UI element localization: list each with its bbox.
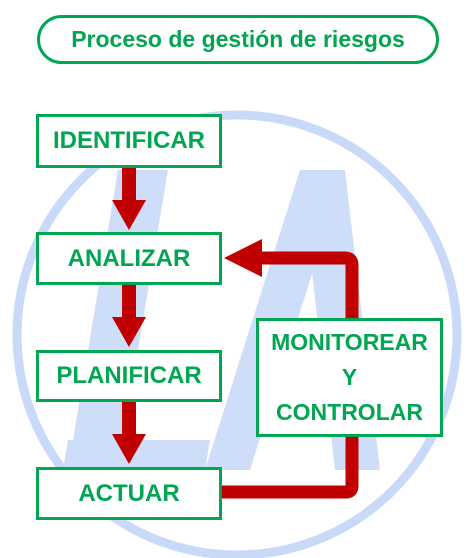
monitor-line-2: Y: [341, 364, 358, 390]
step-identificar-label: IDENTIFICAR: [53, 127, 205, 154]
step-identificar-box: IDENTIFICAR: [36, 114, 222, 168]
step-analizar-label: ANALIZAR: [67, 244, 191, 272]
feedback-loop-arrow: [222, 239, 359, 499]
arrow-planificar-to-actuar: [112, 402, 146, 464]
step-planificar-box: PLANIFICAR: [36, 350, 222, 402]
step-actuar-box: ACTUAR: [36, 467, 222, 520]
monitor-line-3: CONTROLAR: [276, 399, 423, 425]
arrow-analizar-to-planificar: [112, 285, 146, 347]
arrow-identificar-to-analizar: [112, 168, 146, 230]
monitor-line-1: MONITOREAR: [271, 329, 428, 355]
page-title: Proceso de gestión de riesgos: [37, 15, 439, 64]
step-planificar-label: PLANIFICAR: [56, 362, 202, 389]
step-actuar-label: ACTUAR: [78, 479, 180, 507]
step-analizar-box: ANALIZAR: [36, 232, 222, 285]
monitor-control-box: MONITOREAR Y CONTROLAR: [256, 318, 443, 437]
